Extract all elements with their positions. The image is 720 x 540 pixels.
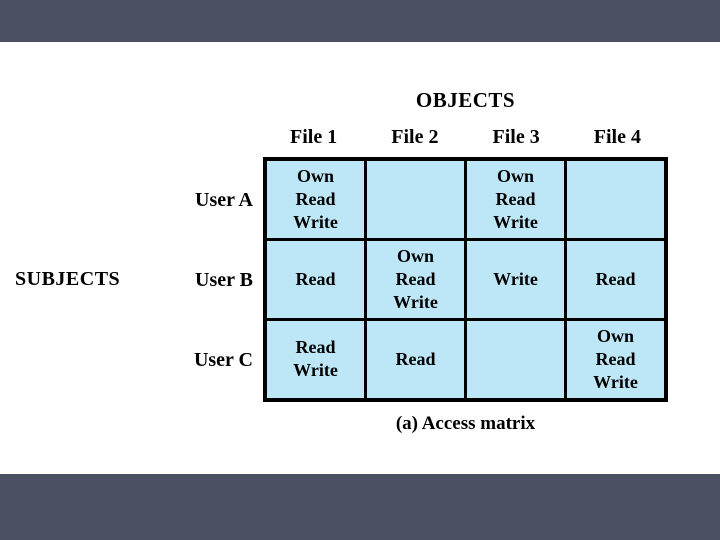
matrix-cell-c-file2: Read xyxy=(363,317,467,402)
row-label-user-c: User C xyxy=(193,349,253,371)
figure-caption: (a) Access matrix xyxy=(395,413,536,434)
matrix-cell-b-file2: Own Read Write xyxy=(363,238,467,321)
matrix-cell-c-file1: Read Write xyxy=(263,317,367,402)
objects-axis-label: OBJECTS xyxy=(415,88,516,112)
table-row: Own Read Write Own Read Write xyxy=(263,157,668,242)
bottom-decor-bar xyxy=(0,474,720,540)
matrix-cell-c-file3 xyxy=(463,317,567,402)
column-header-file-4: File 4 xyxy=(593,126,641,148)
matrix-cell-b-file3: Write xyxy=(463,238,567,321)
column-header-file-1: File 1 xyxy=(290,126,338,148)
table-row: Read Own Read Write Write Read xyxy=(263,238,668,321)
subjects-axis-label: SUBJECTS xyxy=(15,268,121,290)
top-decor-bar xyxy=(0,0,720,42)
matrix-cell-a-file3: Own Read Write xyxy=(463,157,567,242)
matrix-cell-b-file4: Read xyxy=(563,238,668,321)
matrix-cell-a-file4 xyxy=(563,157,668,242)
matrix-cell-b-file1: Read xyxy=(263,238,367,321)
matrix-cell-a-file2 xyxy=(363,157,467,242)
row-label-user-a: User A xyxy=(195,189,253,211)
column-header-file-2: File 2 xyxy=(391,126,439,148)
row-label-user-b: User B xyxy=(195,269,253,291)
matrix-cell-c-file4: Own Read Write xyxy=(563,317,668,402)
column-header-file-3: File 3 xyxy=(492,126,540,148)
matrix-cell-a-file1: Own Read Write xyxy=(263,157,367,242)
table-row: Read Write Read Own Read Write xyxy=(263,317,668,402)
column-headers: File 1 File 2 File 3 File 4 xyxy=(263,126,668,149)
access-matrix-table: Own Read Write Own Read Write Read Own R… xyxy=(263,157,668,402)
